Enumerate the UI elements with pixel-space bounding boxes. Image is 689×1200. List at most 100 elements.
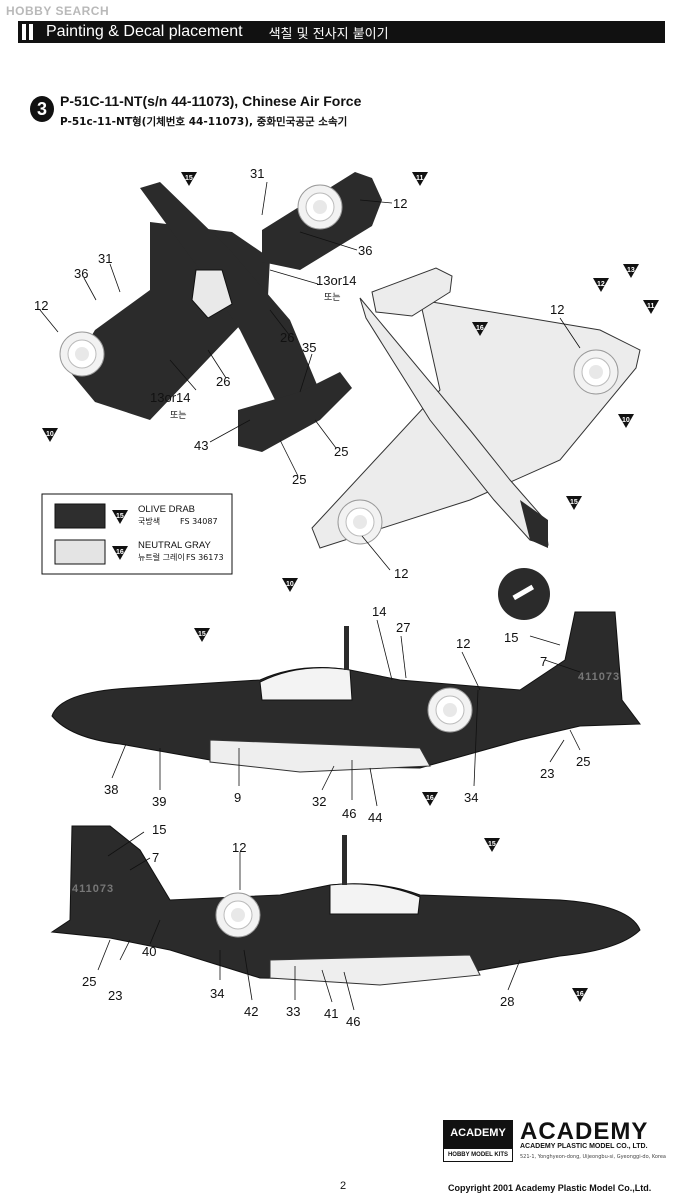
callout-46-left: 46 [346, 1014, 360, 1029]
callout-33: 33 [286, 1004, 300, 1019]
marker-13-bottom: 13 [623, 264, 639, 278]
legend-neutral-gray-name: NEUTRAL GRAY [138, 540, 212, 551]
svg-text:11: 11 [647, 303, 655, 310]
swatch-neutral-gray [54, 539, 106, 565]
svg-text:13: 13 [627, 267, 635, 274]
legend-olive-drab-kr: 국방색 [138, 516, 160, 526]
academy-box-logo: ACADEMY HOBBY MODEL KITS [443, 1120, 513, 1162]
callout-46-side: 46 [342, 806, 356, 821]
callout-44: 44 [368, 810, 382, 825]
callout-36-left: 36 [74, 266, 88, 281]
svg-text:10: 10 [622, 417, 630, 424]
watermark: HOBBY SEARCH [6, 4, 110, 18]
page-number: 2 [340, 1180, 347, 1192]
callout-13or14-left: 13or14 [150, 390, 190, 405]
callout-34-left: 34 [210, 986, 224, 1001]
brand-company-name: ACADEMY PLASTIC MODEL CO., LTD. [520, 1143, 648, 1150]
callout-35: 35 [302, 340, 316, 355]
svg-text:16: 16 [476, 325, 484, 332]
marker-16-side: 16 [422, 792, 438, 806]
marker-15-left: 15 [484, 838, 500, 852]
marker-15-bottom: 15 [566, 496, 582, 510]
callout-32: 32 [312, 794, 326, 809]
callout-12-left: 12 [34, 298, 48, 313]
callout-41: 41 [324, 1006, 338, 1021]
callout-36-top: 36 [358, 243, 372, 258]
svg-text:10: 10 [46, 431, 54, 438]
marker-11-bottom: 11 [643, 300, 659, 314]
callout-23-left: 23 [108, 988, 122, 1003]
marker-10-bottom: 10 [618, 414, 634, 428]
roundel-bottom-right [573, 349, 619, 395]
leader-lines [39, 181, 581, 1011]
callout-12-bottom-view: 12 [550, 302, 564, 317]
copyright: Copyright 2001 Academy Plastic Model Co.… [448, 1183, 652, 1193]
callout-26-top: 26 [280, 330, 294, 345]
callout-43: 43 [194, 438, 208, 453]
serial-number-right: 411073 [578, 671, 620, 683]
callout-15-left: 15 [152, 822, 166, 837]
svg-text:15: 15 [198, 631, 206, 638]
svg-text:16: 16 [426, 795, 434, 802]
marker-16-left: 16 [572, 988, 588, 1002]
callout-26-left: 26 [216, 374, 230, 389]
roundel-side-right [427, 687, 473, 733]
callout-25-top-bottom: 25 [292, 472, 306, 487]
roundel-side-left [215, 892, 261, 938]
aircraft-side-view-left: 411073 [50, 825, 641, 986]
marker-16-bottom: 16 [472, 322, 488, 336]
marker-10-bottom-left: 10 [282, 578, 298, 592]
brand-address: 521-1, Yonghyeon-dong, Uijeongbu-si, Gye… [520, 1154, 666, 1160]
marker-10-top: 10 [42, 428, 58, 442]
academy-brand-logo: ACADEMY [520, 1118, 649, 1145]
callout-9: 9 [234, 790, 241, 805]
legend-olive-drab-fs: FS 34087 [180, 517, 218, 526]
callout-40: 40 [142, 944, 156, 959]
callout-14: 14 [372, 604, 386, 619]
callout-or-kr-top: 또는 [324, 292, 341, 303]
callout-15-detail: 15 [504, 630, 518, 645]
step-title: P-51C-11-NT(s/n 44-11073), Chinese Air F… [60, 93, 362, 109]
callout-12-side: 12 [456, 636, 470, 651]
step-number-badge: 3 [30, 96, 54, 122]
roundel-top-left [59, 331, 105, 377]
callout-7-side: 7 [540, 654, 547, 669]
aircraft-side-view-right: 411073 [51, 568, 641, 773]
svg-text:15: 15 [570, 499, 578, 506]
callout-12-top: 12 [393, 196, 407, 211]
step-subtitle: P-51c-11-NT형(기체번호 44-11073), 중화민국공군 소속기 [60, 116, 348, 128]
swatch-olive-drab [54, 503, 106, 529]
legend-marker-16 [112, 546, 128, 560]
callout-12-left-side: 12 [232, 840, 246, 855]
svg-text:15: 15 [185, 175, 193, 182]
callout-or-kr-left: 또는 [170, 410, 187, 421]
color-legend: 15 OLIVE DRAB 국방색 FS 34087 16 NEUTRAL GR… [41, 493, 233, 575]
aircraft-top-view [59, 172, 382, 452]
marker-15-side: 15 [194, 628, 210, 642]
marker-12-bottom: 12 [593, 278, 609, 292]
svg-text:10: 10 [286, 581, 294, 588]
callout-28: 28 [500, 994, 514, 1009]
svg-text:12: 12 [597, 281, 605, 288]
callout-13or14-top: 13or14 [316, 273, 356, 288]
legend-neutral-gray-kr: 뉴트럴 그레이 [138, 552, 185, 562]
callout-38: 38 [104, 782, 118, 797]
roundel-bottom-left [337, 499, 383, 545]
svg-text:16: 16 [576, 991, 584, 998]
callout-25-side: 25 [576, 754, 590, 769]
aircraft-bottom-view [311, 267, 641, 549]
svg-text:11: 11 [416, 175, 424, 182]
section-header: Painting & Decal placement 색칠 및 전사지 붙이기 [18, 21, 665, 43]
callout-7-left: 7 [152, 850, 159, 865]
legend-code-15: 15 [116, 513, 124, 520]
header-title-kr: 색칠 및 전사지 붙이기 [268, 26, 389, 42]
legend-marker-15 [112, 510, 128, 524]
legend-code-16: 16 [116, 549, 124, 556]
marker-11-top: 11 [412, 172, 428, 186]
callout-31-top: 31 [250, 166, 264, 181]
callout-34-side: 34 [464, 790, 478, 805]
callout-25-left: 25 [82, 974, 96, 989]
serial-number-left: 411073 [72, 883, 114, 895]
callout-12-bottom-left: 12 [394, 566, 408, 581]
